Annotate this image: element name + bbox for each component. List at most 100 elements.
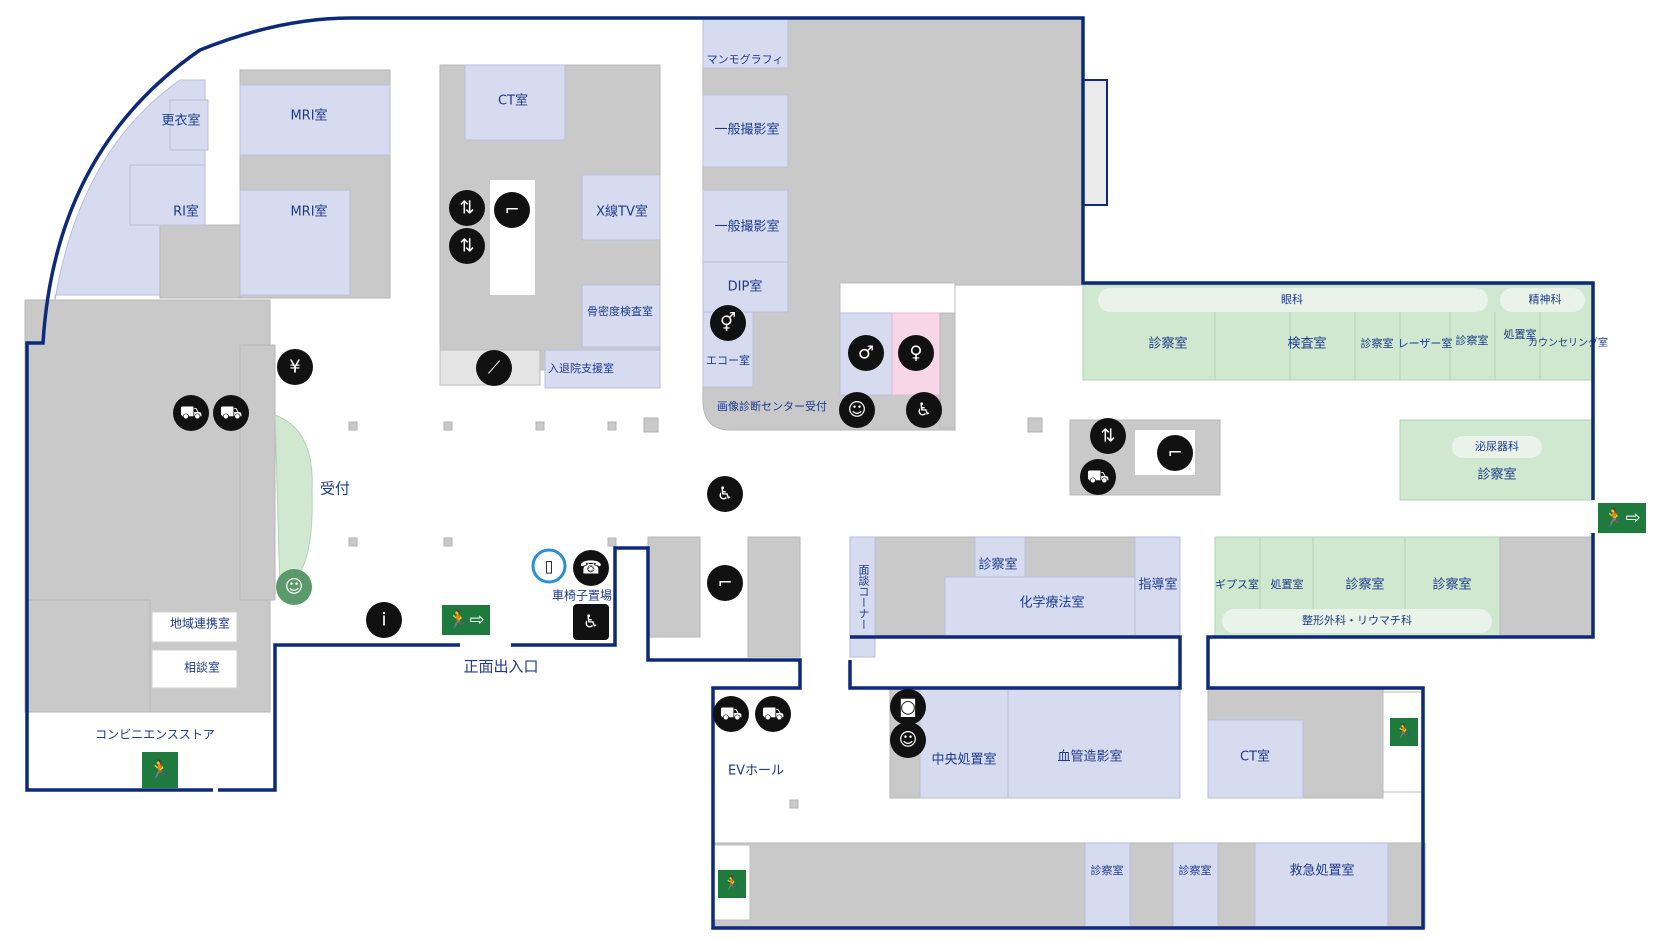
outer-wall-right-lower — [511, 533, 1595, 930]
reception-counter — [274, 414, 313, 591]
room-shinsatsu-b2 — [1172, 842, 1219, 929]
stretcher-icon: ⛟ — [213, 395, 249, 431]
svg-text:♿: ♿ — [916, 400, 932, 421]
stretcher-icon: ⛟ — [1080, 459, 1116, 495]
label-dip: DIP室 — [728, 279, 763, 295]
baby-changing-icon: ☺ — [890, 722, 926, 758]
wheelchair-icon: ♿ — [573, 604, 609, 640]
label-hinyouki: 泌尿器科 — [1475, 439, 1519, 453]
label-ct-2: CT室 — [1240, 749, 1270, 765]
emergency-exit-icon: 🏃 — [718, 870, 746, 898]
restroom-right-block — [939, 312, 956, 429]
svg-text:⟋: ⟋ — [488, 358, 501, 379]
room-nyutaiin — [544, 349, 661, 389]
escalator-icon: ⟋ — [476, 350, 512, 386]
stairs-icon: ⌐ — [707, 565, 743, 601]
stretcher-icon: ⛟ — [173, 395, 209, 431]
wheelchair-icon: ♿ — [707, 476, 743, 512]
stairs-icon: ⌐ — [1157, 435, 1193, 471]
service-block-seikei-right — [1499, 536, 1594, 638]
room-shinsatsu-b1 — [1084, 842, 1131, 929]
label-uketsuke: 受付 — [320, 480, 350, 498]
label-kekkan: 血管造影室 — [1057, 749, 1122, 765]
room-ippan-1 — [702, 94, 789, 168]
label-chiiki: 地域連携室 — [170, 616, 230, 631]
outer-wall-top-left — [25, 16, 1595, 792]
label-shinsatsu-b1: 診察室 — [1091, 863, 1124, 877]
label-ippan-2: 一般撮影室 — [714, 219, 779, 235]
label-chuou-shochi: 中央処置室 — [931, 752, 996, 768]
label-mammography: マンモグラフィ — [707, 52, 784, 66]
label-seikei-shinsatsu-2: 診察室 — [1432, 577, 1471, 593]
atm-icon: ¥ — [277, 349, 313, 385]
label-mendan: 面談コーナー — [857, 564, 870, 630]
svg-text:♀: ♀ — [909, 343, 922, 364]
ganka-banner — [1098, 288, 1488, 312]
label-shinsatsu-b2: 診察室 — [1179, 863, 1212, 877]
outer-wall-chemo-box — [848, 635, 1182, 690]
svg-text:☺: ☺ — [848, 400, 867, 421]
room-kekkan — [1007, 687, 1181, 799]
label-xray-tv: X線TV室 — [596, 204, 648, 220]
svg-text:☺: ☺ — [285, 577, 304, 598]
female-restroom-icon: ♀ — [898, 335, 934, 371]
label-hinyouki-shinsatsu: 診察室 — [1477, 467, 1516, 483]
room-chuou-shochi — [919, 687, 1009, 799]
outer-wall-entrance-left — [218, 643, 460, 792]
svg-text:⛟: ⛟ — [180, 403, 203, 424]
label-kagaku: 化学療法室 — [1019, 595, 1084, 611]
svg-text:⚥: ⚥ — [720, 312, 736, 334]
label-soudan: 相談室 — [184, 660, 220, 675]
telephone-icon: ☎ — [573, 550, 609, 586]
wheelchair-icon: ♿ — [906, 392, 942, 428]
label-seikei-shochi: 処置室 — [1271, 577, 1304, 591]
elevator-icon: ⇅ — [449, 228, 485, 264]
label-kurumaisu: 車椅子置場 — [552, 589, 612, 603]
pillars — [348, 417, 1043, 809]
restroom-icon: ⚥ — [710, 305, 746, 341]
emergency-exit-icon: 🏃 — [1390, 718, 1418, 746]
label-ganka-kensa: 検査室 — [1287, 336, 1326, 352]
room-mammography — [702, 17, 789, 69]
emergency-exit-icon: 🏃⇨ — [1598, 503, 1646, 533]
room-kagaku — [944, 576, 1136, 638]
label-counseling: カウンセリング室 — [1528, 336, 1608, 349]
svg-text:▯: ▯ — [545, 557, 554, 576]
stairs-icon: ⌐ — [494, 192, 530, 228]
wing-hinyouki — [1399, 419, 1594, 501]
hinyouki-banner — [1452, 436, 1542, 458]
label-seikei-shinsatsu-1: 診察室 — [1345, 577, 1384, 593]
svg-text:🏃: 🏃 — [1395, 723, 1412, 740]
label-kouishitsu: 更衣室 — [161, 113, 200, 129]
seishinka-banner — [1500, 288, 1585, 312]
label-mri-1: MRI室 — [290, 108, 327, 124]
room-soudan — [151, 649, 238, 689]
room-mri-1 — [239, 84, 391, 156]
label-mri-2: MRI室 — [290, 204, 327, 220]
svg-text:¥: ¥ — [289, 357, 300, 378]
reception-back — [239, 344, 276, 601]
label-echo: エコー室 — [706, 353, 750, 367]
room-ct-2 — [1207, 719, 1304, 799]
label-ganka-shinsatsu-3: 診察室 — [1456, 333, 1489, 347]
elevator-icon: ⇅ — [449, 190, 485, 226]
svg-text:⛟: ⛟ — [220, 403, 243, 424]
svg-text:⛟: ⛟ — [720, 704, 743, 725]
svg-text:⇅: ⇅ — [459, 236, 474, 257]
restroom-header — [839, 282, 956, 314]
service-block-chiiki — [24, 599, 151, 713]
room-ct-1 — [464, 64, 566, 141]
svg-text:♂: ♂ — [858, 343, 874, 364]
mobile-phone-icon: ▯ — [531, 548, 567, 584]
room-shidou — [1134, 536, 1181, 638]
svg-text:⌐: ⌐ — [1167, 443, 1182, 464]
svg-text:⛟: ⛟ — [1087, 467, 1110, 488]
label-kagaku-shinsatsu: 診察室 — [978, 557, 1017, 573]
svg-text:⌐: ⌐ — [717, 573, 732, 594]
svg-text:i: i — [381, 610, 386, 631]
label-conveni: コンビニエンスストア — [95, 728, 215, 742]
room-kyukyu — [1254, 842, 1389, 929]
svg-text:♿: ♿ — [717, 484, 733, 505]
svg-text:☎: ☎ — [580, 558, 602, 579]
consultation-icon: ◙ — [890, 689, 926, 725]
